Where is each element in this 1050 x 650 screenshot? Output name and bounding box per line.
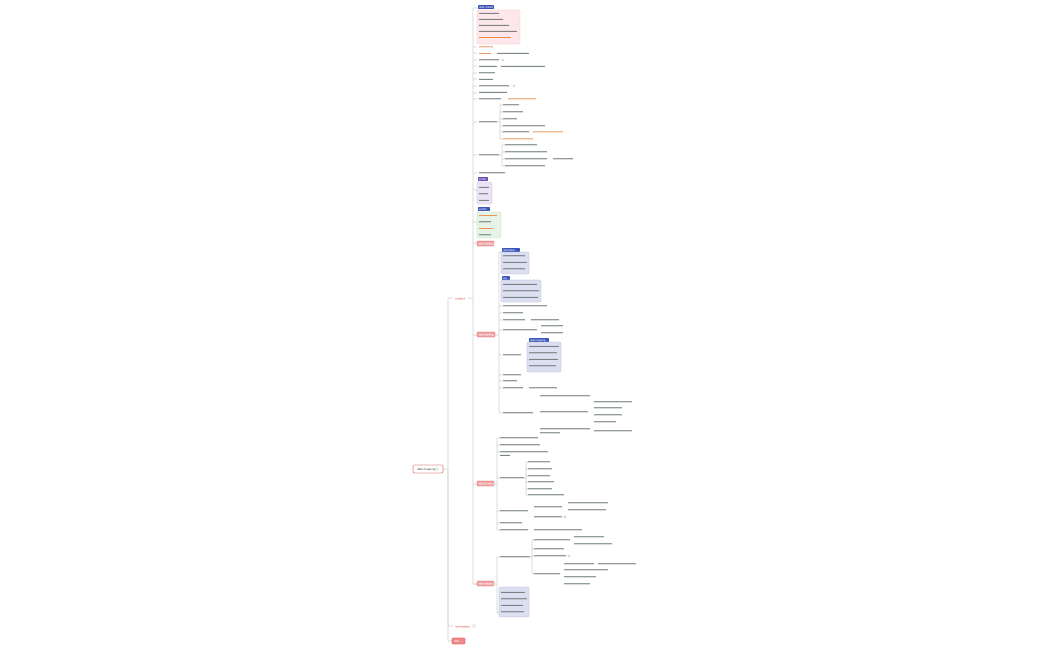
tag-label: data fields <box>503 249 515 252</box>
cluster-purple: profile <box>476 177 493 205</box>
root-node[interactable]: data mapping <box>412 464 444 474</box>
cluster-blue-2: key <box>500 276 542 303</box>
info-icon[interactable] <box>563 515 567 519</box>
leaf-group-info-2 <box>502 374 633 434</box>
leaf-group-info <box>502 305 564 356</box>
svg-text:data: data <box>454 640 460 643</box>
info-icon[interactable] <box>435 467 439 471</box>
cluster-blue-1: data fields <box>500 248 530 275</box>
pill-node[interactable]: data handling <box>476 331 496 338</box>
leaf-group-structure <box>499 437 609 531</box>
info-icon[interactable] <box>472 624 476 628</box>
connector-lines <box>443 7 534 642</box>
tag-label: data mapping <box>530 339 546 342</box>
cluster-green: section <box>476 207 502 239</box>
tag-label: section <box>479 208 487 211</box>
svg-text:data structure: data structure <box>479 482 495 485</box>
sub-branch-b <box>478 144 574 167</box>
svg-text:data mapping: data mapping <box>479 242 495 245</box>
svg-text:data mapping: data mapping <box>479 582 495 585</box>
root-label: data mapping <box>417 467 435 471</box>
info-icon[interactable] <box>501 58 505 62</box>
branch-content[interactable]: content <box>455 297 465 301</box>
sub-branch-a <box>478 104 563 140</box>
pill-node[interactable]: data mapping <box>476 580 495 587</box>
pill-node[interactable]: data mapping <box>476 240 495 247</box>
info-icon[interactable] <box>512 84 516 88</box>
leaf-group-top <box>478 46 546 100</box>
branch-data[interactable]: data <box>451 637 466 645</box>
leaf-group-bottom <box>499 536 637 585</box>
tag-label: data content <box>479 6 493 9</box>
svg-text:data handling: data handling <box>479 333 495 336</box>
cluster-blue-3: data mapping <box>526 338 562 373</box>
info-icon[interactable] <box>567 554 571 558</box>
cluster-top-pink: data content <box>476 5 521 45</box>
pill-node[interactable]: data structure <box>476 480 495 487</box>
tag-label: key <box>503 277 508 280</box>
cluster-blue-4 <box>498 586 530 618</box>
branch-information[interactable]: information <box>455 625 470 629</box>
tag-label: profile <box>479 178 487 181</box>
